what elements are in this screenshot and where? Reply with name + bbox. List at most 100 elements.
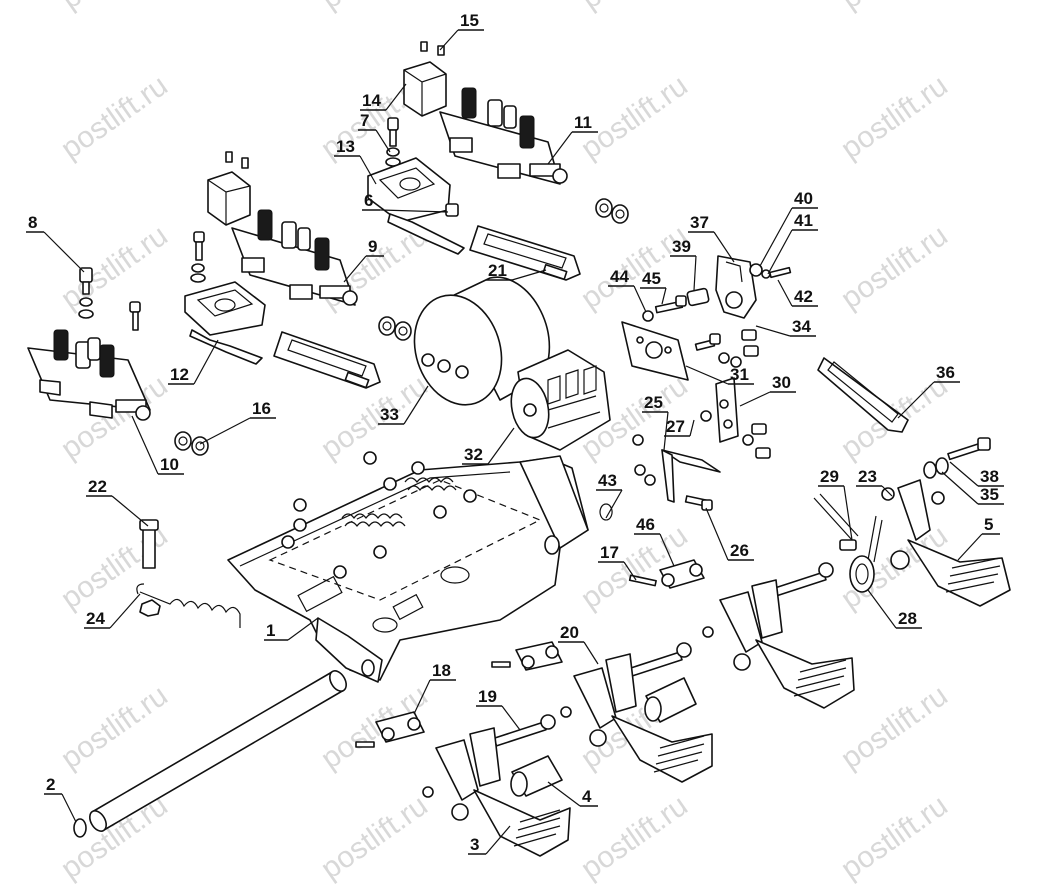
part-bolt-26 bbox=[684, 495, 713, 511]
part-pedal-mid-right bbox=[702, 579, 855, 709]
callout-label: 19 bbox=[478, 687, 497, 706]
callout-leader-line bbox=[661, 287, 667, 305]
callout-leader-line bbox=[705, 507, 729, 561]
callout-label: 17 bbox=[600, 543, 619, 562]
callout-31: 31 bbox=[685, 365, 754, 385]
callout-leader-line bbox=[287, 617, 319, 641]
callout-leader-line bbox=[689, 419, 695, 437]
part-hardware-40-42 bbox=[749, 263, 792, 279]
callout-leader-line bbox=[623, 561, 637, 581]
callout-leader-line bbox=[501, 705, 521, 731]
callout-27: 27 bbox=[664, 417, 695, 437]
callout-39: 39 bbox=[670, 237, 697, 291]
part-circlip-43 bbox=[599, 503, 613, 521]
part-tension-spring bbox=[136, 583, 241, 628]
callout-label: 8 bbox=[28, 213, 37, 232]
callout-leader-line bbox=[193, 339, 219, 385]
callout-leader-line bbox=[693, 255, 697, 291]
callout-leader-line bbox=[583, 641, 599, 665]
callout-21: 21 bbox=[486, 261, 547, 281]
callout-leader-line bbox=[755, 325, 791, 337]
watermark-text: postlift.ru bbox=[575, 69, 694, 166]
part-bushing-upper bbox=[644, 677, 697, 723]
part-screws-15 bbox=[420, 41, 445, 56]
callout-label: 41 bbox=[794, 211, 813, 230]
callout-leader-line bbox=[663, 411, 669, 451]
callout-label: 44 bbox=[610, 267, 629, 286]
callout-label: 7 bbox=[360, 111, 369, 130]
part-bushing-4 bbox=[510, 755, 563, 797]
callout-34: 34 bbox=[755, 317, 816, 337]
callout-leader-line bbox=[605, 489, 623, 519]
part-valve-block-10 bbox=[27, 329, 151, 421]
callout-leader-line bbox=[487, 427, 515, 465]
callout-label: 46 bbox=[636, 515, 655, 534]
callout-leader-line bbox=[385, 83, 407, 111]
part-pedal-3 bbox=[422, 727, 571, 857]
callout-28: 28 bbox=[867, 589, 922, 629]
callout-leader-line bbox=[111, 495, 149, 527]
callout-label: 15 bbox=[460, 11, 479, 30]
callout-leader-line bbox=[659, 533, 675, 567]
callout-24: 24 bbox=[84, 593, 141, 629]
callout-label: 32 bbox=[464, 445, 483, 464]
part-shaft bbox=[73, 670, 347, 838]
callout-46: 46 bbox=[634, 515, 675, 567]
watermark-text: postlift.ru bbox=[55, 0, 174, 16]
callout-43: 43 bbox=[596, 471, 623, 519]
part-bracket-25 bbox=[632, 434, 721, 503]
callout-leader-line bbox=[957, 533, 983, 561]
callout-label: 11 bbox=[574, 113, 592, 132]
callout-25: 25 bbox=[642, 393, 669, 451]
watermark-text: postlift.ru bbox=[835, 789, 954, 886]
part-bolts-mid bbox=[190, 231, 206, 283]
callout-label: 38 bbox=[980, 467, 999, 486]
callout-label: 18 bbox=[432, 661, 451, 680]
watermark-text: postlift.ru bbox=[55, 219, 174, 316]
callout-label: 1 bbox=[266, 621, 275, 640]
callout-1: 1 bbox=[264, 617, 319, 641]
part-bolt-8 bbox=[78, 267, 94, 319]
callout-leader-line bbox=[547, 131, 573, 165]
callout-12: 12 bbox=[168, 339, 219, 385]
callout-label: 6 bbox=[364, 191, 373, 210]
part-nut-44 bbox=[642, 310, 654, 322]
part-clip-6 bbox=[387, 213, 465, 255]
callout-17: 17 bbox=[598, 543, 637, 581]
callout-5: 5 bbox=[957, 515, 1000, 561]
part-link-bar-36 bbox=[817, 357, 909, 433]
callout-38: 38 bbox=[949, 461, 1004, 487]
callout-leader-line bbox=[131, 415, 159, 475]
callout-label: 36 bbox=[936, 363, 955, 382]
callout-label: 31 bbox=[730, 365, 749, 384]
part-washers-33 bbox=[378, 316, 412, 341]
part-bolts-34 bbox=[694, 329, 759, 368]
part-cover-14 bbox=[403, 61, 447, 117]
callout-leader-line bbox=[777, 279, 793, 307]
callout-label: 16 bbox=[252, 399, 271, 418]
callout-leader-line bbox=[843, 485, 853, 541]
part-link-18 bbox=[355, 711, 425, 748]
parts-layer bbox=[27, 41, 1011, 857]
callout-11: 11 bbox=[547, 113, 598, 165]
part-link-bar-21 bbox=[469, 225, 581, 281]
callout-leader-line bbox=[739, 391, 771, 407]
callout-leader-line bbox=[881, 485, 893, 497]
watermark-text: postlift.ru bbox=[55, 69, 174, 166]
callout-leader-line bbox=[759, 207, 793, 267]
callout-41: 41 bbox=[767, 211, 818, 275]
callout-label: 3 bbox=[470, 835, 479, 854]
callout-leader-line bbox=[713, 231, 735, 263]
callout-14: 14 bbox=[360, 83, 407, 111]
callout-36: 36 bbox=[897, 363, 960, 419]
callout-label: 43 bbox=[598, 471, 617, 490]
part-base-frame bbox=[227, 451, 589, 683]
part-bolt-22 bbox=[139, 519, 159, 569]
callout-37: 37 bbox=[688, 213, 735, 263]
part-valve-block-9 bbox=[231, 209, 358, 306]
part-torsion-spring-28 bbox=[813, 493, 883, 593]
callout-leader-line bbox=[485, 825, 511, 855]
callout-19: 19 bbox=[476, 687, 521, 731]
callout-22: 22 bbox=[86, 477, 149, 527]
